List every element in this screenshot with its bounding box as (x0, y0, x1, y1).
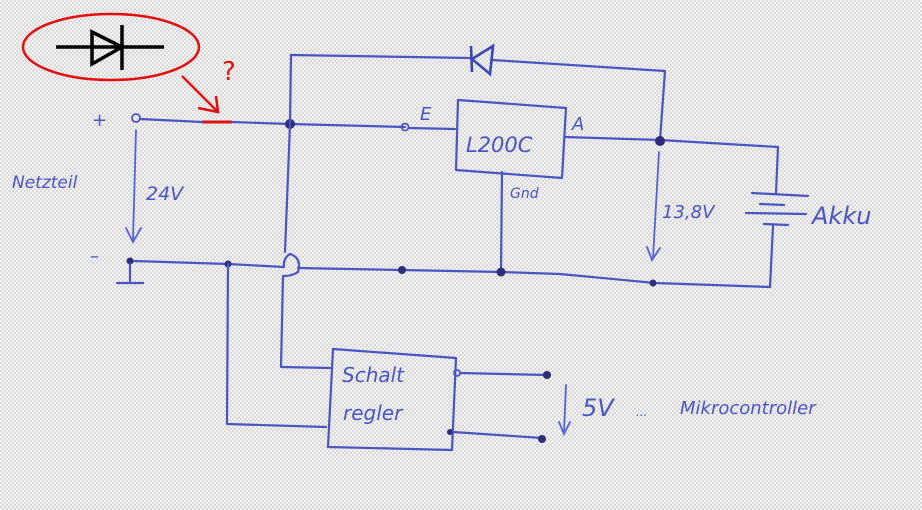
arrow-down-icon (646, 246, 661, 262)
switching-regulator-box (326, 347, 458, 452)
junction-node (496, 267, 506, 277)
arrow-head-icon (197, 95, 220, 114)
negative-rail-right (296, 266, 772, 289)
regulator-input-wire (407, 126, 457, 131)
regulator-name: L200C (466, 133, 533, 157)
pin-a-label: A (571, 114, 584, 135)
voltage-arrow-24v (132, 129, 137, 241)
switcher-negative-feed (225, 262, 328, 429)
regulator-input-terminal (400, 122, 410, 132)
output-rail (563, 135, 780, 195)
battery-plate-short (758, 202, 786, 207)
pin-e-label: E (420, 104, 432, 125)
battery-plate-long (750, 191, 810, 198)
output-terminal (538, 435, 546, 443)
switching-regulator-line2: regler (343, 401, 404, 425)
output-positive-wire (458, 371, 549, 377)
bypass-wire (288, 53, 667, 142)
battery-voltage: 13,8V (662, 202, 716, 223)
switching-regulator: Schalt regler (326, 347, 551, 452)
switcher-positive-feed (279, 122, 332, 370)
output-terminal (543, 371, 551, 379)
annotation-ellipse (21, 12, 201, 82)
positive-rail (138, 117, 407, 129)
negative-rail-left (132, 259, 286, 269)
switching-regulator-line1: Schalt (342, 363, 405, 387)
output-negative-wire (451, 430, 544, 440)
plus-sign: + (92, 110, 107, 131)
l200c-regulator: L200C E A Gnd (420, 98, 584, 274)
ellipsis: ... (636, 405, 647, 419)
bypass-diode-icon (469, 43, 495, 77)
wire-crossover-hop (282, 252, 301, 278)
junction-node (649, 279, 657, 287)
arrow-down-icon (558, 421, 571, 437)
battery-label: Akku (810, 202, 871, 230)
battery-plate-short (762, 222, 790, 227)
pin-gnd-label: Gnd (510, 186, 539, 202)
regulator-box (454, 98, 568, 180)
question-mark: ? (222, 57, 236, 87)
diode-annotation: ? (21, 12, 236, 124)
minus-sign: – (90, 246, 99, 267)
battery-plate-long (744, 211, 808, 216)
battery-negative-wire (768, 224, 775, 289)
load-label: Mikrocontroller (680, 398, 817, 419)
diode-icon (56, 25, 164, 70)
output-voltage: 5V (582, 394, 615, 422)
output-pin (447, 429, 453, 435)
power-supply-label: Netzteil (12, 173, 78, 193)
minus-terminal (126, 257, 134, 265)
power-supply: + Netzteil 24V – (12, 110, 185, 285)
arrow-down-icon (125, 227, 142, 244)
annotation-arrow (181, 75, 219, 113)
battery: Akku (744, 191, 871, 289)
output-junction-node (655, 136, 665, 146)
battery-voltage-arrow (652, 151, 660, 259)
plus-terminal (131, 113, 141, 123)
junction-node (398, 266, 406, 274)
regulator-gnd-wire (499, 170, 504, 274)
supply-voltage: 24V (146, 183, 185, 205)
output-voltage-arrow (563, 384, 567, 433)
